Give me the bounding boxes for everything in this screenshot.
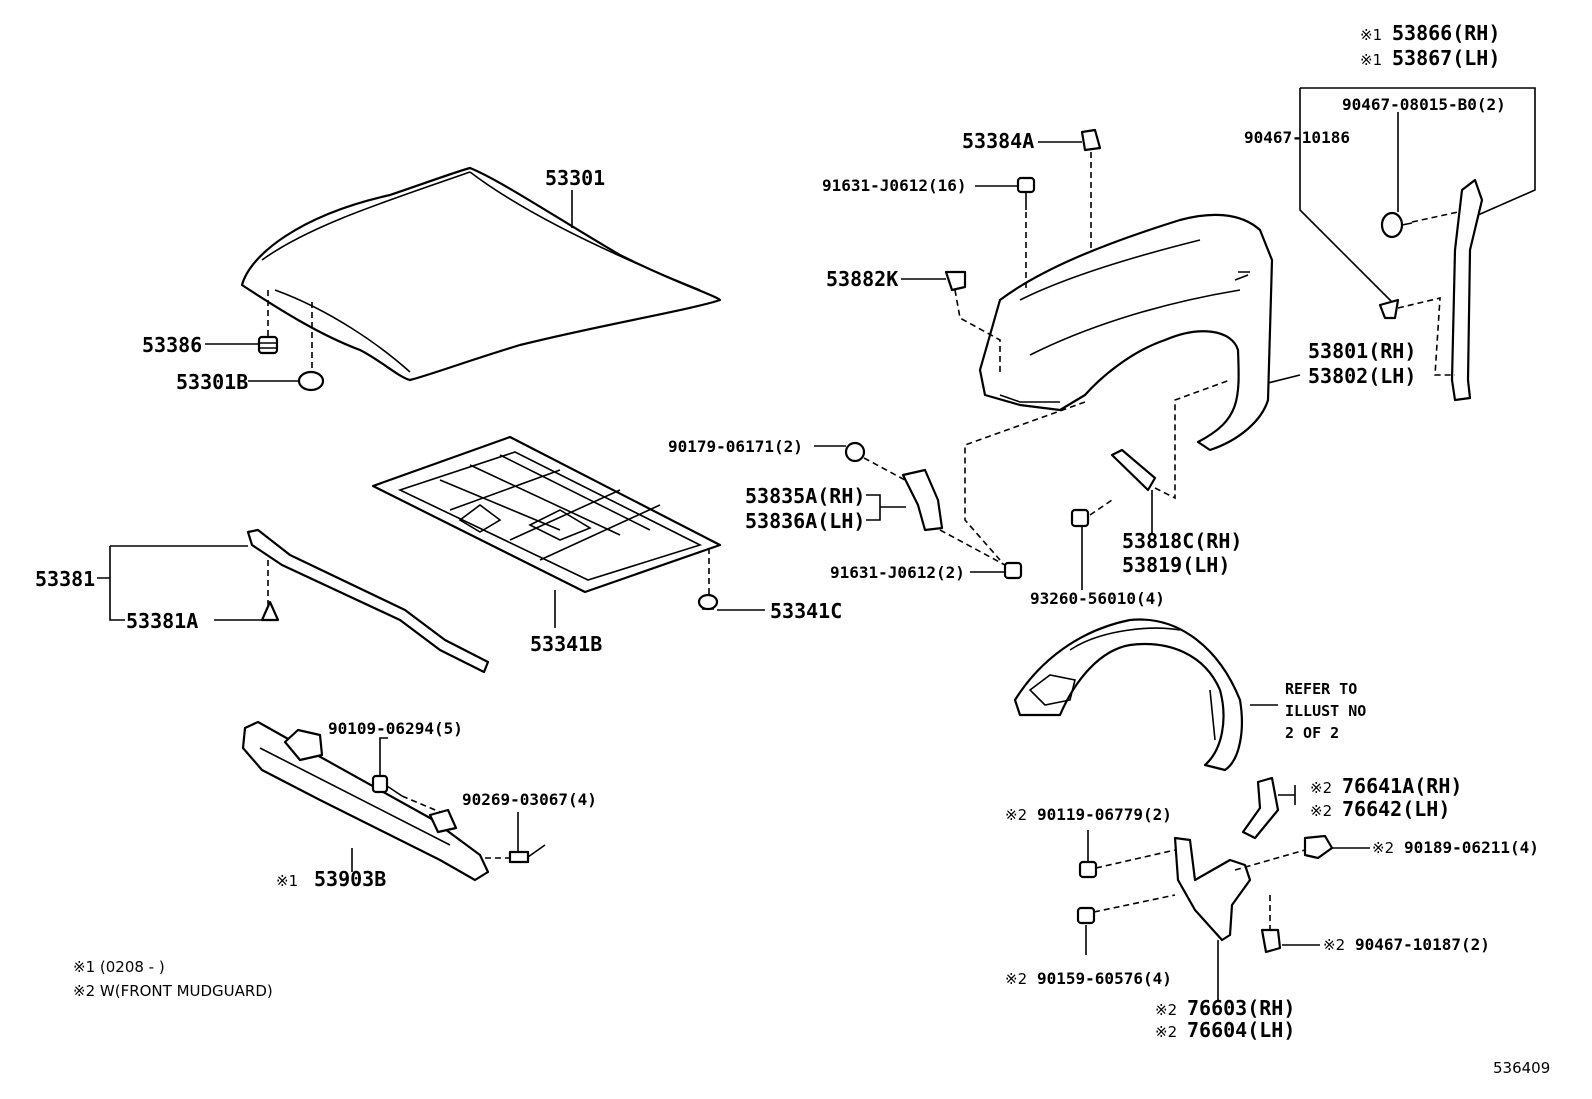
label-clip-90189: 90189-06211(4)	[1404, 838, 1539, 857]
plate-53882k-part[interactable]	[944, 270, 967, 292]
hood-part[interactable]	[240, 166, 722, 382]
mudguard-bracket-part[interactable]	[1241, 776, 1280, 840]
label-mark2-e: ※2	[1323, 936, 1345, 954]
clip-90467-08015-part[interactable]	[1380, 211, 1413, 239]
clip-90189-part[interactable]	[1303, 834, 1334, 860]
label-clip-90467-08015: 90467-08015-B0(2)	[1342, 95, 1506, 114]
label-refer-3: 2 OF 2	[1285, 724, 1339, 742]
label-clip-90467-10186: 90467-10186	[1244, 128, 1350, 147]
label-seal: 53381	[35, 567, 95, 591]
label-mark2-g: ※2	[1155, 1001, 1177, 1019]
label-mark2-d: ※2	[1372, 839, 1394, 857]
label-mud-bracket-rh: 76641A(RH)	[1342, 774, 1462, 798]
seal-clip-part[interactable]	[260, 600, 280, 622]
fender-seal-part[interactable]	[1450, 178, 1484, 402]
label-mark2-a: ※2	[1310, 779, 1332, 797]
label-fender-lh: 53802(LH)	[1308, 364, 1416, 388]
clip-90467-10186-part[interactable]	[1378, 298, 1400, 320]
label-clip-90269: 90269-03067(4)	[462, 790, 597, 809]
mudguard-part[interactable]	[1173, 836, 1252, 942]
hood-cushion-part[interactable]	[257, 335, 279, 355]
label-screw-90159: 90159-60576(4)	[1037, 969, 1172, 988]
label-mark2-f: ※2	[1005, 970, 1027, 988]
label-insulator-clip: 53341C	[770, 599, 842, 623]
label-bracket-lh: 53836A(LH)	[745, 509, 865, 533]
bracket-53835a-part[interactable]	[901, 468, 944, 532]
label-fender-rh: 53801(RH)	[1308, 339, 1416, 363]
label-nut-90179: 90179-06171(2)	[668, 437, 803, 456]
clip-90467-10187-part[interactable]	[1260, 928, 1282, 954]
label-cap-53384a: 53384A	[962, 129, 1034, 153]
insulator-clip-part[interactable]	[697, 593, 719, 611]
label-refer-2: ILLUST NO	[1285, 702, 1366, 720]
label-screw-93260: 93260-56010(4)	[1030, 589, 1165, 608]
label-bolt-91631-2: 91631-J0612(2)	[830, 563, 965, 582]
label-hood-cushion: 53386	[142, 333, 202, 357]
label-seal-rh: 53866(RH)	[1392, 21, 1500, 45]
fender-bracket-part[interactable]	[1110, 448, 1157, 492]
label-screw-90119: 90119-06779(2)	[1037, 805, 1172, 824]
label-bolt-90109: 90109-06294(5)	[328, 719, 463, 738]
hood-seal-part[interactable]	[246, 528, 490, 674]
fender-part[interactable]	[978, 213, 1274, 452]
screw-90159-part[interactable]	[1076, 906, 1096, 925]
label-support: 53903B	[314, 867, 386, 891]
label-insulator: 53341B	[530, 632, 602, 656]
fender-liner-part[interactable]	[1013, 618, 1243, 772]
screw-90119-part[interactable]	[1078, 860, 1098, 879]
label-mud-bracket-lh: 76642(LH)	[1342, 797, 1450, 821]
label-seal-mark-rh: ※1	[1360, 26, 1382, 44]
label-seal-lh: 53867(LH)	[1392, 46, 1500, 70]
label-support-mark: ※1	[276, 872, 298, 890]
label-mark2-c: ※2	[1005, 806, 1027, 824]
note-1: ※1 (0208 - )	[73, 958, 165, 976]
label-seal-clip: 53381A	[126, 609, 198, 633]
label-clip-90467-10187: 90467-10187(2)	[1355, 935, 1490, 954]
label-fender-bracket-rh: 53818C(RH)	[1122, 529, 1242, 553]
label-mudguard-rh: 76603(RH)	[1187, 996, 1295, 1020]
bolt-91631-16-part[interactable]	[1016, 176, 1036, 210]
cap-53384a-part[interactable]	[1080, 128, 1102, 152]
illustration-number: 536409	[1493, 1059, 1550, 1077]
hood-support-part[interactable]	[241, 720, 490, 882]
screw-93260-part[interactable]	[1070, 508, 1090, 528]
label-hood-cushion-b: 53301B	[176, 370, 248, 394]
hood-cushion-b-part[interactable]	[297, 370, 325, 392]
label-refer-1: REFER TO	[1285, 680, 1357, 698]
label-hood: 53301	[545, 166, 605, 190]
label-mark2-h: ※2	[1155, 1023, 1177, 1041]
label-bolt-91631-16: 91631-J0612(16)	[822, 176, 967, 195]
label-bracket-rh: 53835A(RH)	[745, 484, 865, 508]
label-mark2-b: ※2	[1310, 802, 1332, 820]
note-2: ※2 W(FRONT MUDGUARD)	[73, 982, 273, 1000]
bolt-91631-2-part[interactable]	[1003, 561, 1023, 580]
bolt-90109-part[interactable]	[371, 774, 403, 797]
label-mudguard-lh: 76604(LH)	[1187, 1018, 1295, 1042]
label-plate-53882k: 53882K	[826, 267, 898, 291]
clip-90269-part[interactable]	[508, 844, 546, 864]
label-seal-mark-lh: ※1	[1360, 51, 1382, 69]
nut-90179-part[interactable]	[844, 441, 866, 463]
label-fender-bracket-lh: 53819(LH)	[1122, 553, 1230, 577]
hood-insulator-part[interactable]	[371, 435, 722, 594]
